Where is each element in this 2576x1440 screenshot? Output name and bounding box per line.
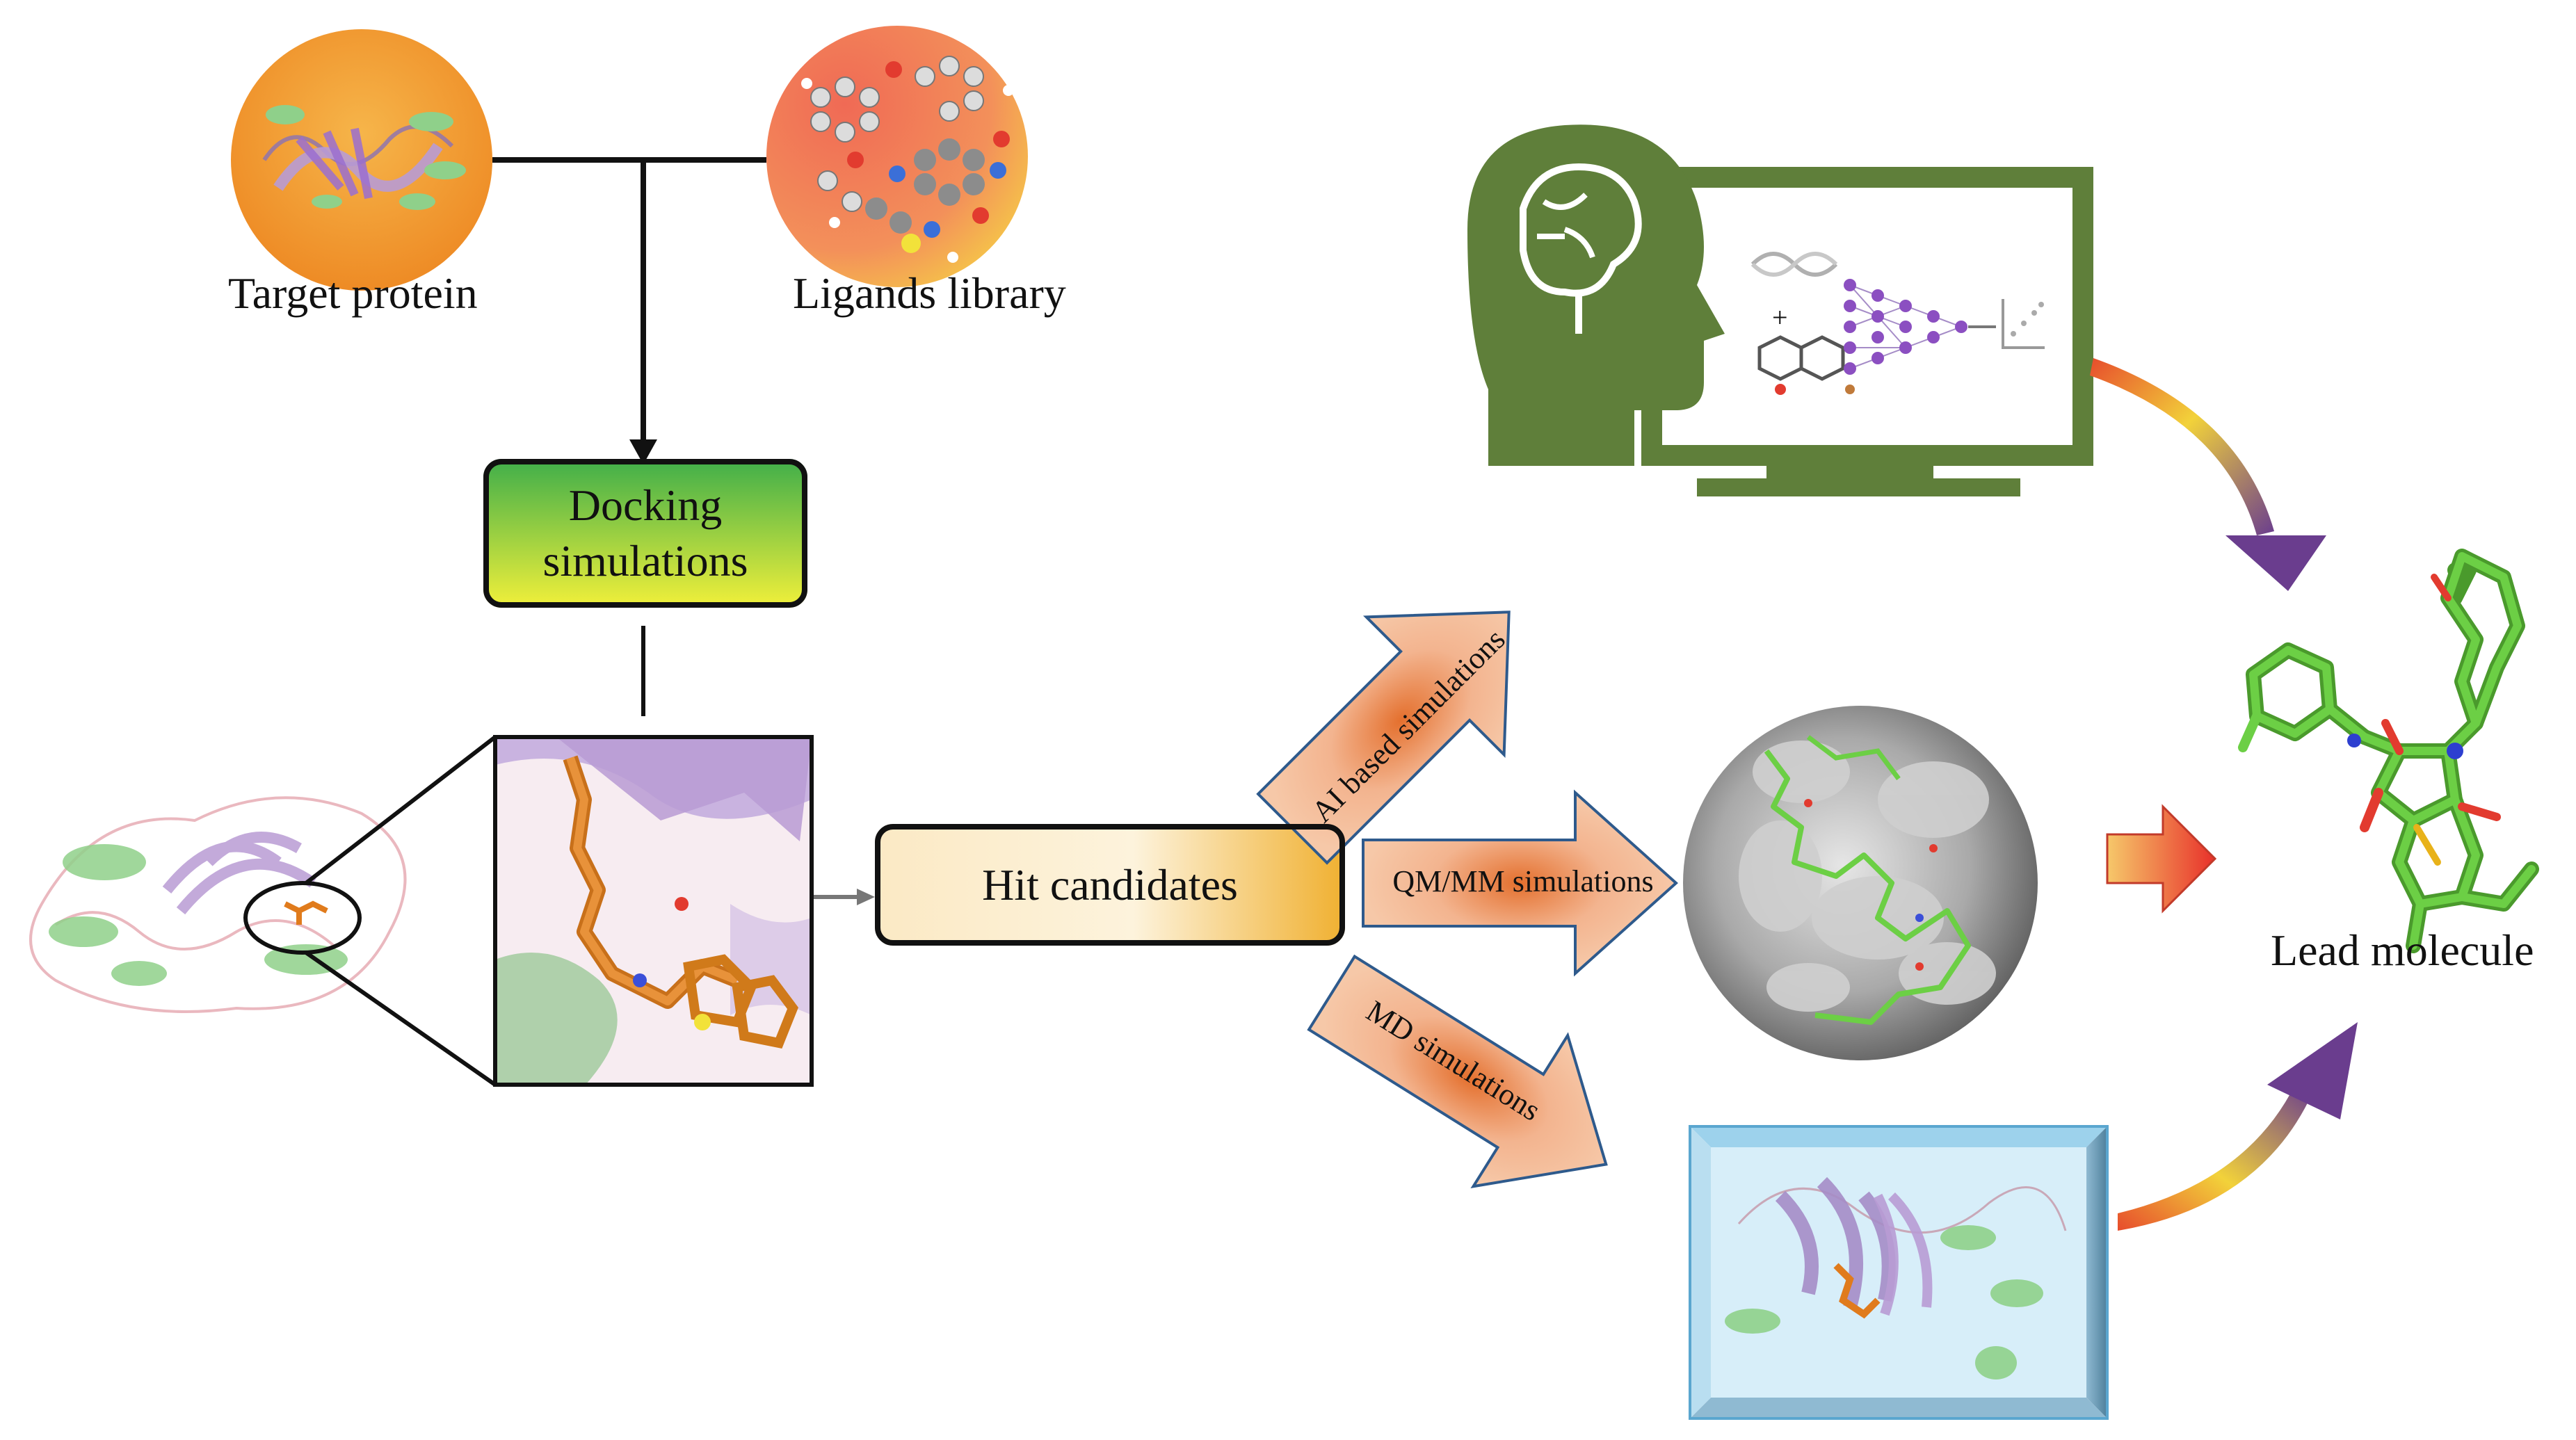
zoom-lines [305, 735, 497, 1087]
middle-right-arrow [2106, 804, 2217, 914]
qmmm-surface [1683, 706, 2038, 1060]
curve-arrow-bottom [2118, 1085, 2312, 1231]
hit-box-fill [875, 824, 1345, 946]
ligands-library-label: Ligands library [793, 268, 1066, 318]
lead-molecule [2238, 549, 2539, 953]
qmmm-arrow [1362, 789, 1678, 977]
zoom-inset [493, 735, 814, 1087]
ai-monitor: + [1467, 124, 2093, 496]
docking-simulations-box: Docking simulations [483, 459, 807, 608]
lead-molecule-label: Lead molecule [2271, 925, 2534, 975]
svg-text:+: + [1772, 302, 1788, 333]
ligand-in-site [284, 900, 328, 925]
md-arrow [1307, 954, 1608, 1188]
hit-candidates-label: Hit candidates [982, 859, 1238, 909]
curve-arrow-bottom-head [2267, 1022, 2358, 1119]
target-protein-label: Target protein [228, 268, 478, 318]
inset-to-hit-arrowhead [857, 889, 875, 905]
qmmm-simulations-label: QM/MM simulations [1392, 864, 1654, 898]
down-arrowhead [629, 439, 657, 464]
md-box [1689, 1125, 2109, 1420]
ai-arrow [1256, 610, 1511, 865]
docking-label-line1: Docking [568, 480, 723, 530]
protein-complex [29, 796, 407, 1013]
hit-candidates-box: Hit candidates [875, 824, 1345, 946]
docking-box-fill [483, 459, 807, 608]
ligand-library-circle [766, 26, 1028, 287]
curve-arrow-top [2090, 358, 2274, 535]
target-protein-circle [231, 29, 492, 291]
binding-site-ellipse [243, 881, 362, 955]
curve-arrow-top-head [2225, 535, 2326, 591]
input-connector [492, 157, 766, 445]
docking-label-line2: simulations [542, 536, 748, 585]
